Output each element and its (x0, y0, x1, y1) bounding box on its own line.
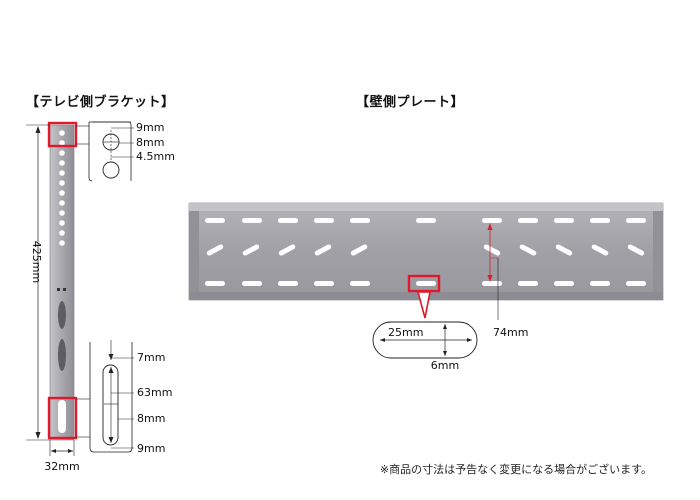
plate-slot-length-label: 25mm (388, 326, 423, 339)
tv-bracket (47, 121, 90, 441)
bracket-mark (57, 288, 60, 291)
bracket-emboss (58, 301, 66, 329)
plate-diagonal-slots (206, 244, 645, 256)
bracket-length-label: 425mm (30, 241, 43, 283)
disclaimer-note: ※商品の寸法は予告なく変更になる場合がございます。 (379, 463, 652, 476)
bracket-emboss (58, 339, 66, 371)
bottom-slot-highlight (47, 396, 78, 440)
slot-top-gap-label: 7mm (137, 351, 165, 364)
slot-detail: 7mm 63mm 8mm 9mm (89, 340, 172, 455)
plate-top-slots (205, 218, 646, 223)
bracket-holes (59, 130, 65, 246)
plate-top-flange (189, 203, 663, 211)
row-pitch-label: 74mm (493, 326, 528, 339)
length-dimension: 425mm (26, 124, 50, 441)
plate-slot-highlight (407, 274, 441, 293)
plate-bottom-slots (205, 281, 646, 286)
wall-plate-heading: 【壁側プレート】 (356, 95, 465, 110)
wall-plate (188, 202, 664, 319)
bracket-mark (63, 288, 66, 291)
detail-hole (102, 161, 120, 179)
width-dimension: 32mm (44, 440, 80, 473)
plate-slot-width-label: 6mm (431, 359, 459, 372)
detail-slot (102, 364, 119, 446)
bracket-slot (58, 400, 66, 433)
bracket-width-label: 32mm (44, 460, 79, 473)
slot-length-label: 63mm (137, 386, 172, 399)
top-hole-highlight (47, 121, 78, 148)
callout-pointer (416, 291, 431, 319)
hole-detail: 9mm 8mm 4.5mm (88, 121, 175, 182)
hole-top-gap-label: 9mm (136, 121, 164, 134)
slot-width-label: 8mm (137, 412, 165, 425)
tv-bracket-heading: 【テレビ側ブラケット】 (26, 95, 175, 110)
bracket-bar (49, 124, 75, 441)
row-pitch-dimension: 74mm (487, 223, 528, 339)
hole-diameter-label: 8mm (136, 136, 164, 149)
hole-pitch-label: 4.5mm (136, 150, 175, 163)
slot-bottom-gap-label: 9mm (137, 442, 165, 455)
plate-slot-detail: 25mm 6mm (372, 321, 478, 372)
